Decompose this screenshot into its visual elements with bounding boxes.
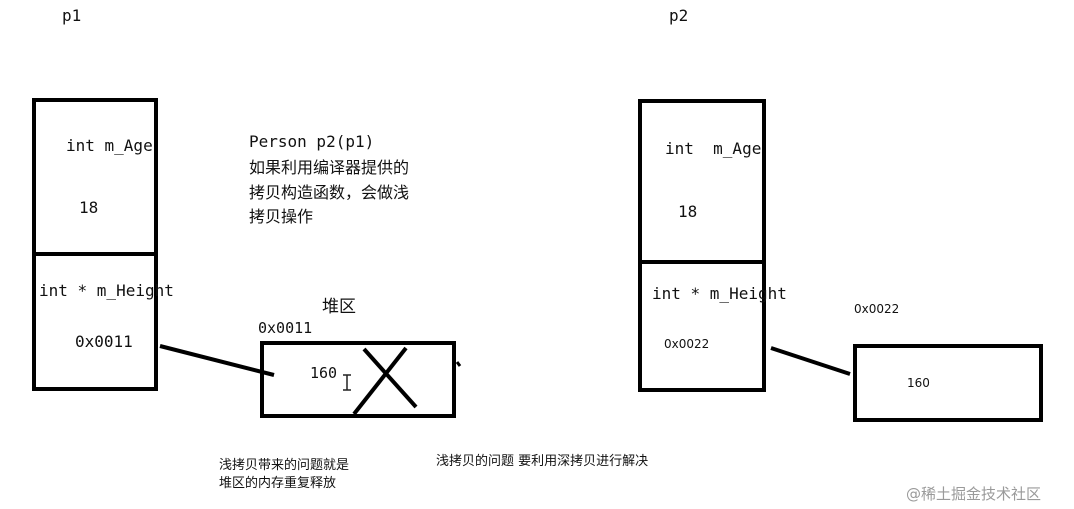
- heap-title: 堆区: [322, 297, 356, 317]
- copy-note-line-3: 拷贝构造函数，会做浅: [249, 183, 410, 202]
- p2-age-value: 18: [678, 202, 698, 221]
- p2-label: p2: [669, 6, 689, 25]
- heap1-block: [260, 341, 456, 418]
- watermark: @稀土掘金技术社区: [906, 485, 1042, 503]
- text-cursor-icon: [343, 374, 351, 391]
- solution-note: 浅拷贝的问题 要利用深拷贝进行解决: [436, 454, 649, 469]
- p1-age-value: 18: [79, 198, 99, 217]
- x-mark-stroke: [362, 347, 418, 409]
- heap2-value: 160: [907, 376, 930, 390]
- heap1-address: 0x0011: [258, 319, 313, 337]
- p1-object-box: [32, 98, 158, 391]
- problem-note-line-1: 浅拷贝带来的问题就是: [219, 458, 350, 473]
- copy-note-line-2: 如果利用编译器提供的: [249, 158, 410, 177]
- p2-age-field-name: int m_Age: [665, 139, 762, 158]
- p2-height-value: 0x0022: [664, 337, 710, 351]
- heap1-block-tail: [455, 361, 462, 367]
- p1-label: p1: [62, 6, 82, 25]
- heap2-address: 0x0022: [854, 302, 900, 316]
- p2-height-field-name: int * m_Height: [652, 284, 787, 303]
- p2-object-box: [638, 99, 766, 392]
- problem-note-line-2: 堆区的内存重复释放: [219, 476, 337, 491]
- p1-height-field-name: int * m_Height: [39, 281, 174, 300]
- p1-pointer-arrow: [159, 344, 275, 377]
- heap2-block: [853, 344, 1043, 422]
- x-mark-stroke: [352, 346, 408, 416]
- p2-pointer-arrow: [770, 346, 851, 376]
- copy-note-line-4: 拷贝操作: [249, 207, 314, 226]
- p1-age-field-name: int m_Age: [66, 136, 153, 155]
- copy-note-line-1: Person p2(p1): [249, 132, 375, 151]
- p1-height-value: 0x0011: [75, 332, 133, 351]
- heap1-value: 160: [310, 364, 338, 382]
